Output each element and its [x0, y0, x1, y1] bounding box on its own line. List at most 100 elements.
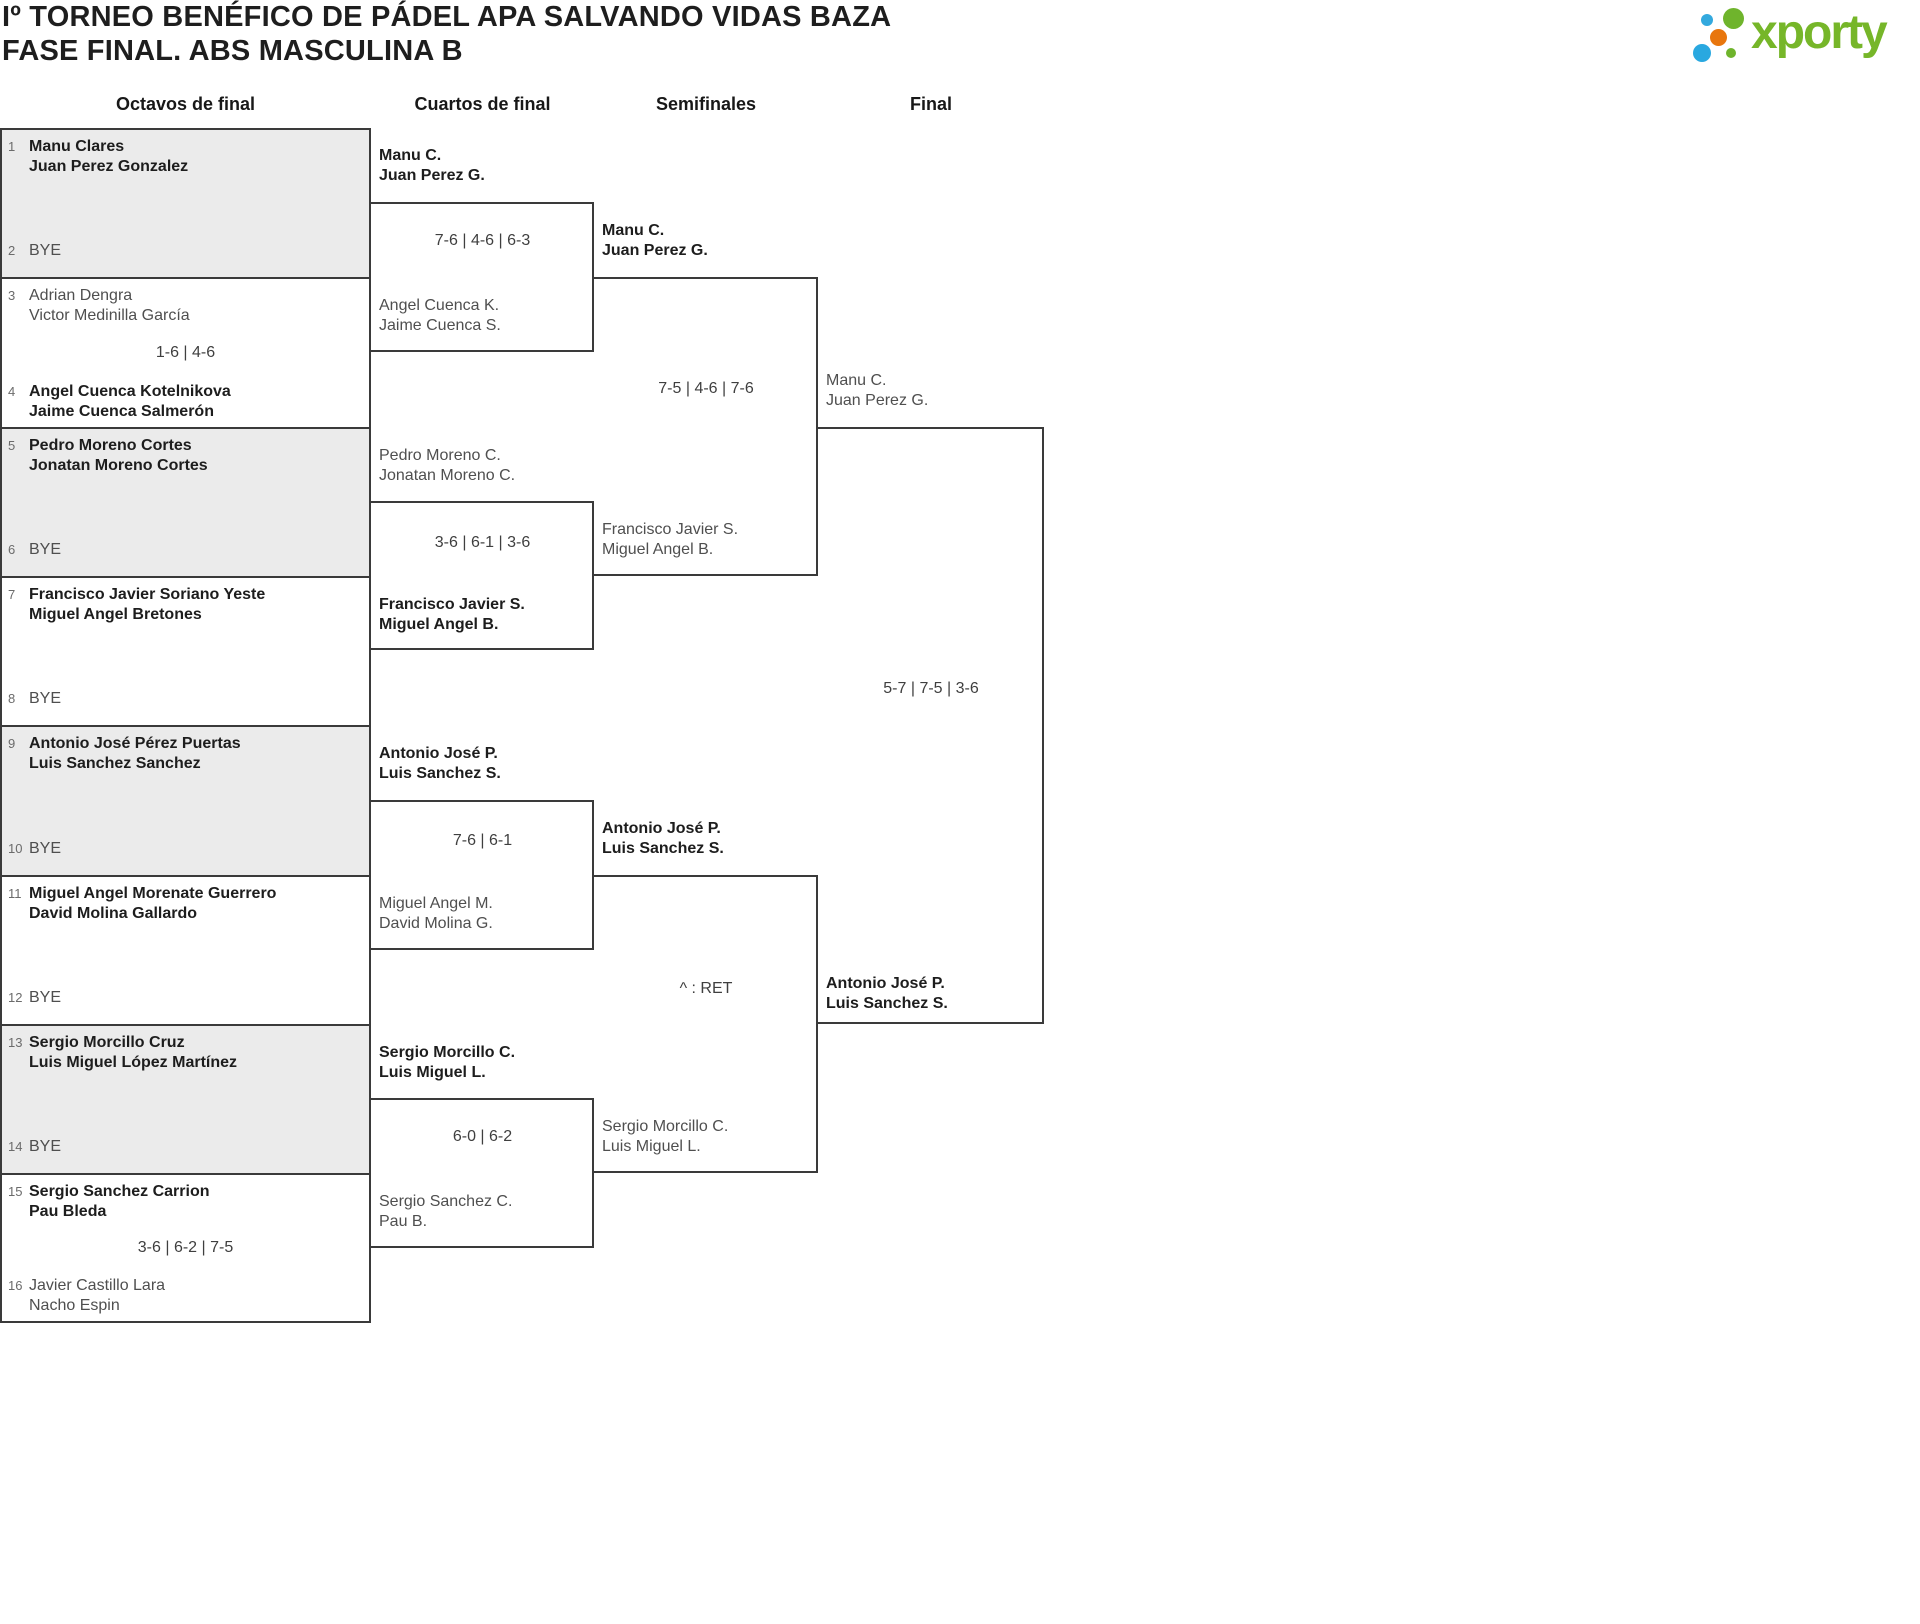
seed-number: 12	[8, 990, 23, 1005]
r16-box-seeds-5-6: 5 Pedro Moreno Cortes Jonatan Moreno Cor…	[0, 427, 371, 576]
team-name-line: Miguel Angel M.	[379, 895, 493, 912]
match-box-qf2	[371, 501, 594, 650]
team-slot-13: 13 Sergio Morcillo Cruz Luis Miguel Lópe…	[2, 1033, 369, 1073]
team-label-sf1-b: Francisco Javier S. Miguel Angel B.	[602, 520, 738, 560]
team-slot-12: 12 BYE	[2, 988, 369, 1008]
team-name: Sergio Sanchez Carrion Pau Bleda	[29, 1182, 210, 1222]
seed-number: 11	[8, 886, 22, 901]
r16-box-seeds-7-8: 7 Francisco Javier Soriano Yeste Miguel …	[0, 576, 371, 725]
page-title: Iº TORNEO BENÉFICO DE PÁDEL APA SALVANDO…	[2, 0, 891, 68]
team-label-sf2-b: Sergio Morcillo C. Luis Miguel L.	[602, 1117, 728, 1157]
team-name-line: Juan Perez G.	[826, 392, 929, 409]
team-name-line: Luis Miguel L.	[379, 1064, 486, 1081]
team-name-line: Sergio Sanchez Carrion	[29, 1183, 210, 1200]
r16-box-seeds-1-2: 1 Manu Clares Juan Perez Gonzalez 2 BYE	[0, 128, 371, 277]
r16-box-seeds-11-12: 11 Miguel Angel Morenate Guerrero David …	[0, 875, 371, 1024]
team-slot-4: 4 Angel Cuenca Kotelnikova Jaime Cuenca …	[2, 382, 369, 422]
seed-number: 1	[8, 139, 16, 154]
team-name-line: Manu C.	[602, 222, 665, 239]
match-box-final	[818, 427, 1044, 1024]
team-label-sf2-a: Antonio José P. Luis Sanchez S.	[602, 819, 724, 859]
team-slot-5: 5 Pedro Moreno Cortes Jonatan Moreno Cor…	[2, 436, 369, 476]
team-name-line: Francisco Javier S.	[602, 521, 739, 538]
team-name-line: Luis Miguel López Martínez	[29, 1054, 238, 1071]
r16-box-seeds-15-16: 15 Sergio Sanchez Carrion Pau Bleda 3-6 …	[0, 1173, 371, 1323]
team-slot-6: 6 BYE	[2, 540, 369, 560]
seed-number: 4	[8, 384, 16, 399]
team-name-line: Luis Miguel L.	[602, 1138, 701, 1155]
team-slot-9: 9 Antonio José Pérez Puertas Luis Sanche…	[2, 734, 369, 774]
team-name-line: Sergio Morcillo Cruz	[29, 1034, 185, 1051]
team-label-sf1-a: Manu C. Juan Perez G.	[602, 221, 708, 261]
team-name-line: Adrian Dengra	[29, 287, 133, 304]
team-name-line: Sergio Morcillo C.	[602, 1118, 729, 1135]
team-name: Adrian Dengra Victor Medinilla García	[29, 286, 190, 326]
team-name-line: Manu C.	[379, 147, 442, 164]
match-score: 1-6 | 4-6	[155, 344, 216, 361]
team-name: Angel Cuenca Kotelnikova Jaime Cuenca Sa…	[29, 382, 231, 422]
round-header-octavos: Octavos de final	[115, 94, 256, 114]
seed-number: 8	[8, 691, 16, 706]
team-name: Antonio José Pérez Puertas Luis Sanchez …	[29, 734, 241, 774]
match-box-sf2	[594, 875, 818, 1173]
team-name-line: Victor Medinilla García	[29, 307, 190, 324]
team-name: Manu Clares Juan Perez Gonzalez	[29, 137, 188, 177]
team-label-qf1-b: Angel Cuenca K. Jaime Cuenca S.	[379, 296, 501, 336]
seed-number: 5	[8, 438, 16, 453]
team-name-line: Luis Sanchez S.	[602, 840, 724, 857]
team-slot-2: 2 BYE	[2, 241, 369, 261]
match-box-sf1	[594, 277, 818, 576]
team-label-qf2-b: Francisco Javier S. Miguel Angel B.	[379, 595, 525, 635]
team-slot-1: 1 Manu Clares Juan Perez Gonzalez	[2, 137, 369, 177]
bye-label: BYE	[29, 242, 62, 259]
team-name-line: Jaime Cuenca S.	[379, 317, 501, 334]
team-label-qf4-b: Sergio Sanchez C. Pau B.	[379, 1192, 512, 1232]
title-line-1: Iº TORNEO BENÉFICO DE PÁDEL APA SALVANDO…	[2, 1, 892, 33]
bye-label: BYE	[29, 690, 62, 707]
team-name-line: Sergio Sanchez C.	[379, 1193, 513, 1210]
seed-number: 10	[8, 841, 23, 856]
team-name-line: Juan Perez G.	[602, 242, 708, 259]
match-score-final: 5-7 | 7-5 | 3-6	[883, 680, 979, 697]
logo-text: xporty	[1751, 6, 1888, 59]
logo-dot-blue-large	[1693, 44, 1711, 62]
team-name-line: Antonio José P.	[379, 745, 498, 762]
logo-dot-green-small	[1726, 48, 1736, 58]
team-name-line: Antonio José P.	[602, 820, 721, 837]
team-label-qf3-b: Miguel Angel M. David Molina G.	[379, 894, 493, 934]
seed-number: 6	[8, 542, 16, 557]
team-slot-16: 16 Javier Castillo Lara Nacho Espin	[2, 1276, 369, 1316]
team-name-line: Miguel Angel B.	[379, 616, 499, 633]
match-score: 3-6 | 6-2 | 7-5	[137, 1239, 234, 1256]
team-name-line: Antonio José P.	[826, 975, 945, 992]
team-slot-3: 3 Adrian Dengra Victor Medinilla García	[2, 286, 369, 326]
team-name-line: Jaime Cuenca Salmerón	[29, 403, 214, 420]
team-name-line: Sergio Morcillo C.	[379, 1044, 516, 1061]
team-name-line: Pedro Moreno Cortes	[29, 437, 192, 454]
team-name-line: David Molina Gallardo	[29, 905, 198, 922]
bye-label: BYE	[29, 989, 62, 1006]
team-name-line: David Molina G.	[379, 915, 493, 932]
team-name: Miguel Angel Morenate Guerrero David Mol…	[29, 884, 276, 924]
team-name-line: Luis Sanchez S.	[826, 995, 948, 1012]
team-name: Pedro Moreno Cortes Jonatan Moreno Corte…	[29, 436, 208, 476]
team-name-line: Jonatan Moreno Cortes	[29, 457, 208, 474]
team-slot-7: 7 Francisco Javier Soriano Yeste Miguel …	[2, 585, 369, 625]
team-name-line: Miguel Angel B.	[602, 541, 714, 558]
team-label-qf2-a: Pedro Moreno C. Jonatan Moreno C.	[379, 446, 515, 486]
team-slot-11: 11 Miguel Angel Morenate Guerrero David …	[2, 884, 369, 924]
team-label-final-b-champion: Antonio José P. Luis Sanchez S.	[826, 974, 948, 1014]
seed-number: 15	[8, 1184, 23, 1199]
team-name-line: Juan Perez Gonzalez	[29, 158, 189, 175]
seed-number: 7	[8, 587, 16, 602]
team-name: Javier Castillo Lara Nacho Espin	[29, 1276, 165, 1316]
team-label-qf4-a: Sergio Morcillo C. Luis Miguel L.	[379, 1043, 515, 1083]
team-name-line: Luis Sanchez S.	[379, 765, 501, 782]
bye-label: BYE	[29, 541, 62, 558]
team-name-line: Pedro Moreno C.	[379, 447, 501, 464]
r16-box-seeds-9-10: 9 Antonio José Pérez Puertas Luis Sanche…	[0, 725, 371, 875]
team-slot-10: 10 BYE	[2, 839, 369, 859]
match-score-sf1: 7-5 | 4-6 | 7-6	[658, 380, 754, 397]
team-label-final-a: Manu C. Juan Perez G.	[826, 371, 928, 411]
